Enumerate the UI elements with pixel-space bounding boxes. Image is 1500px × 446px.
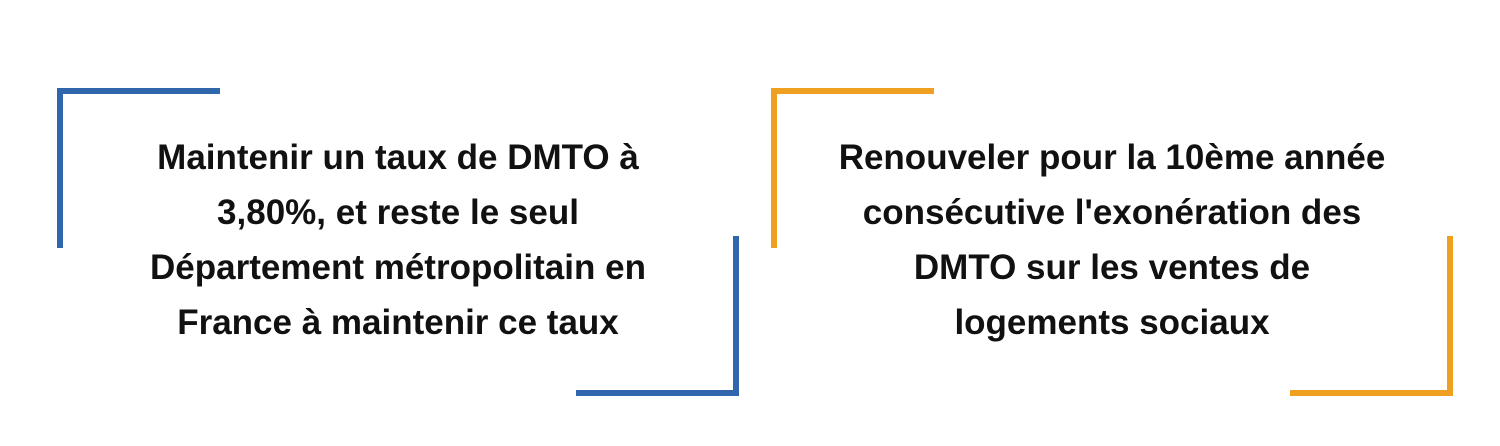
top-left-bracket-decoration xyxy=(771,88,934,248)
top-left-bracket-decoration xyxy=(57,88,220,248)
bottom-right-bracket-decoration xyxy=(1290,236,1453,396)
bottom-right-bracket-decoration xyxy=(576,236,739,396)
card-text: Maintenir un taux de DMTO à 3,80%, et re… xyxy=(150,138,646,342)
dmto-rate-card: Maintenir un taux de DMTO à 3,80%, et re… xyxy=(57,88,739,396)
card-text: Renouveler pour la 10ème année consécuti… xyxy=(838,138,1386,342)
social-housing-exemption-card: Renouveler pour la 10ème année consécuti… xyxy=(771,88,1453,396)
